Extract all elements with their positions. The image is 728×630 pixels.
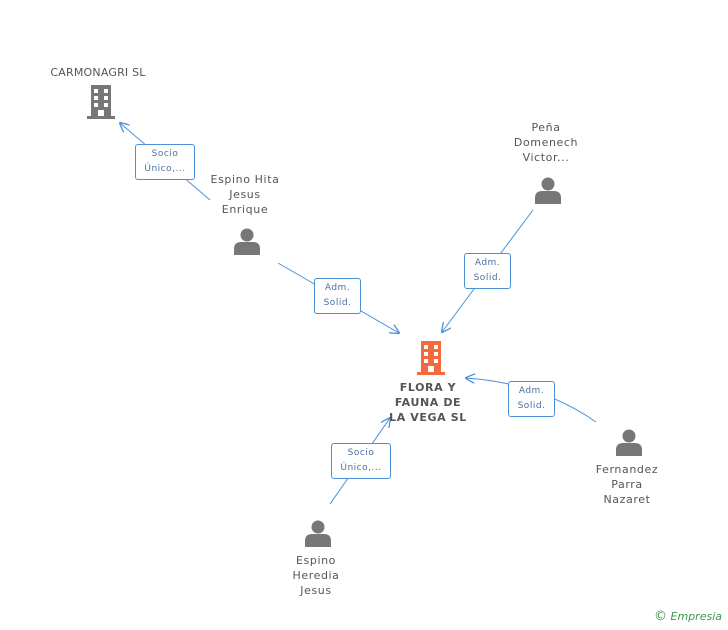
- relation-text: Adm.: [474, 258, 501, 268]
- relation-text: Socio: [151, 149, 179, 159]
- relation-badge-adm-espino-hita[interactable]: Adm. Solid.: [314, 278, 361, 314]
- person-name-line: Espino: [295, 554, 337, 567]
- person-name-line: Jesus: [300, 584, 332, 597]
- central-company-line-3: LA VEGA SL: [389, 411, 467, 424]
- relation-badge-socio-espino-heredia[interactable]: Socio Único,...: [331, 443, 391, 479]
- relation-text: Solid.: [517, 401, 546, 411]
- brand-footer[interactable]: © Empresia: [654, 609, 722, 624]
- person-name-line: Jesus: [229, 188, 261, 201]
- person-name-line: Espino Hita: [210, 173, 280, 186]
- relation-text: Único,...: [340, 463, 382, 473]
- relation-badge-adm-fernandez[interactable]: Adm. Solid.: [508, 381, 555, 417]
- person-name-line: Domenech: [513, 136, 579, 149]
- person-name-line: Peña: [531, 121, 561, 134]
- relation-badge-socio-carmonagri[interactable]: Socio Único,...: [135, 144, 195, 180]
- person-name-line: Heredia: [292, 569, 340, 582]
- person-name-line: Parra: [611, 478, 643, 491]
- central-company-line-2: FAUNA DE: [394, 396, 462, 409]
- person-icon[interactable]: [304, 519, 332, 547]
- person-name-line: Fernandez: [595, 463, 659, 476]
- relation-text: Adm.: [518, 386, 545, 396]
- relation-badge-adm-pena[interactable]: Adm. Solid.: [464, 253, 511, 289]
- person-label-pena[interactable]: Peña Domenech Victor...: [486, 120, 606, 165]
- person-name-line: Enrique: [221, 203, 269, 216]
- brand-name: Empresia: [670, 610, 722, 623]
- carmonagri-label[interactable]: CARMONAGRI SL: [50, 66, 146, 79]
- person-label-espino-heredia[interactable]: Espino Heredia Jesus: [256, 553, 376, 598]
- relation-text: Solid.: [323, 298, 352, 308]
- relation-text: Solid.: [473, 273, 502, 283]
- person-label-espino-hita[interactable]: Espino Hita Jesus Enrique: [185, 172, 305, 217]
- person-label-fernandez[interactable]: Fernandez Parra Nazaret: [567, 462, 687, 507]
- person-name-line: Victor...: [522, 151, 570, 164]
- building-icon[interactable]: [86, 85, 116, 119]
- copyright-symbol: ©: [654, 609, 668, 624]
- person-icon[interactable]: [534, 176, 562, 204]
- central-company-label[interactable]: FLORA Y FAUNA DE LA VEGA SL: [368, 380, 488, 425]
- central-company-line-1: FLORA Y: [399, 381, 457, 394]
- person-icon[interactable]: [615, 428, 643, 456]
- building-icon-central[interactable]: [416, 341, 446, 375]
- relation-text: Único,...: [144, 164, 186, 174]
- person-name-line: Nazaret: [603, 493, 651, 506]
- relation-text: Adm.: [324, 283, 351, 293]
- relation-text: Socio: [347, 448, 375, 458]
- person-icon[interactable]: [233, 227, 261, 255]
